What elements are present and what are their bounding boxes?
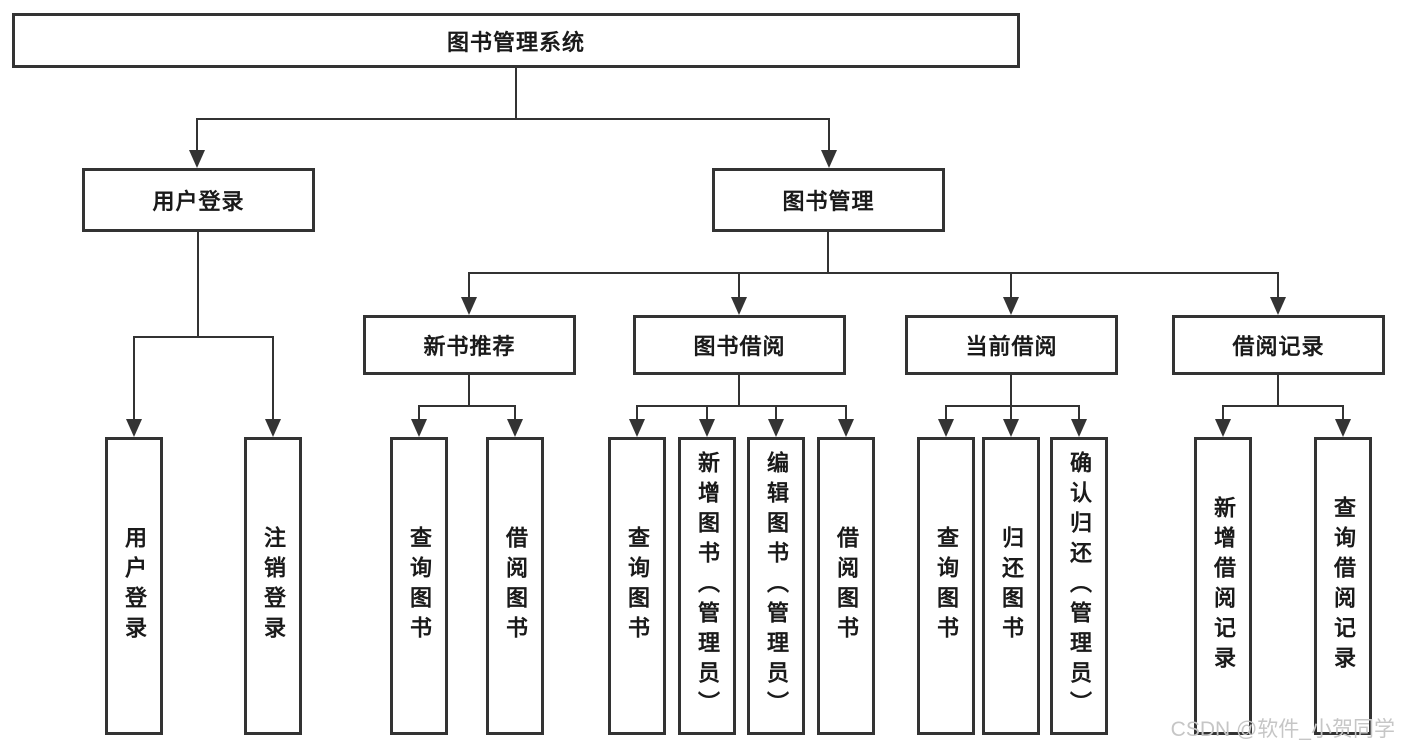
connector-line	[272, 336, 274, 421]
connector-line	[1277, 272, 1279, 299]
node-leaf-query-books-recommend: 查询图书	[390, 437, 448, 735]
node-label: 编辑图书（管理员）	[764, 451, 789, 721]
node-book-management: 图书管理	[712, 168, 945, 232]
node-label: 注销登录	[261, 526, 286, 646]
arrow-down-icon	[768, 419, 784, 437]
arrow-down-icon	[821, 150, 837, 168]
node-new-book-recommendation: 新书推荐	[363, 315, 576, 375]
node-label: 查询图书	[625, 526, 650, 646]
arrow-down-icon	[411, 419, 427, 437]
node-leaf-query-books: 查询图书	[608, 437, 666, 735]
connector-line	[706, 405, 708, 421]
node-label: 查询借阅记录	[1331, 496, 1356, 676]
node-label: 图书借阅	[693, 334, 786, 359]
connector-line	[133, 336, 274, 338]
connector-line	[133, 336, 135, 421]
node-leaf-user-login: 用户登录	[105, 437, 163, 735]
arrow-down-icon	[1003, 297, 1019, 315]
node-leaf-return-books: 归还图书	[982, 437, 1040, 735]
connector-line	[197, 232, 199, 336]
node-label: 新增借阅记录	[1211, 496, 1236, 676]
arrow-down-icon	[126, 419, 142, 437]
node-leaf-confirm-return-admin: 确认归还（管理员）	[1050, 437, 1108, 735]
arrow-down-icon	[838, 419, 854, 437]
connector-line	[1078, 405, 1080, 421]
arrow-down-icon	[1270, 297, 1286, 315]
connector-line	[738, 375, 740, 405]
node-label: 图书管理系统	[446, 29, 585, 55]
connector-line	[1277, 375, 1279, 405]
connector-line	[468, 272, 1279, 274]
node-label: 查询图书	[407, 526, 432, 646]
connector-line	[828, 118, 830, 154]
connector-line	[468, 375, 470, 405]
node-label: 借阅记录	[1232, 334, 1325, 359]
connector-line	[514, 405, 516, 421]
node-label: 借阅图书	[503, 526, 528, 646]
node-leaf-borrow-books-recommend: 借阅图书	[486, 437, 544, 735]
node-label: 查询图书	[934, 526, 959, 646]
node-label: 用户登录	[152, 189, 245, 214]
connector-line	[1222, 405, 1224, 421]
arrow-down-icon	[731, 297, 747, 315]
connector-line	[945, 405, 947, 421]
node-label: 借阅图书	[834, 526, 859, 646]
connector-line	[196, 118, 830, 120]
connector-line	[845, 405, 847, 421]
node-current-borrowing: 当前借阅	[905, 315, 1118, 375]
node-library-management-system: 图书管理系统	[12, 13, 1020, 68]
connector-line	[738, 272, 740, 299]
node-leaf-edit-books-admin: 编辑图书（管理员）	[747, 437, 805, 735]
connector-line	[945, 405, 1080, 407]
node-book-borrowing: 图书借阅	[633, 315, 846, 375]
connector-line	[1342, 405, 1344, 421]
connector-line	[775, 405, 777, 421]
connector-line	[418, 405, 516, 407]
connector-line	[196, 118, 198, 154]
connector-line	[1010, 375, 1012, 405]
node-leaf-borrow-books: 借阅图书	[817, 437, 875, 735]
connector-line	[418, 405, 420, 421]
arrow-down-icon	[938, 419, 954, 437]
node-leaf-add-borrow-record: 新增借阅记录	[1194, 437, 1252, 735]
node-leaf-query-books-current: 查询图书	[917, 437, 975, 735]
node-leaf-add-books-admin: 新增图书（管理员）	[678, 437, 736, 735]
connector-line	[1010, 405, 1012, 421]
connector-line	[468, 272, 470, 299]
arrow-down-icon	[461, 297, 477, 315]
arrow-down-icon	[1071, 419, 1087, 437]
connector-line	[515, 68, 517, 120]
node-borrowing-records: 借阅记录	[1172, 315, 1385, 375]
connector-line	[827, 232, 829, 272]
connector-line	[1222, 405, 1344, 407]
node-label: 新增图书（管理员）	[695, 451, 720, 721]
node-user-login: 用户登录	[82, 168, 315, 232]
node-label: 用户登录	[122, 526, 147, 646]
node-label: 确认归还（管理员）	[1067, 451, 1092, 721]
node-label: 当前借阅	[965, 334, 1058, 359]
arrow-down-icon	[1335, 419, 1351, 437]
arrow-down-icon	[1003, 419, 1019, 437]
connector-line	[636, 405, 638, 421]
node-leaf-query-borrow-record: 查询借阅记录	[1314, 437, 1372, 735]
arrow-down-icon	[189, 150, 205, 168]
node-label: 新书推荐	[423, 334, 516, 359]
node-label: 归还图书	[999, 526, 1024, 646]
connector-line	[636, 405, 847, 407]
node-leaf-logout: 注销登录	[244, 437, 302, 735]
arrow-down-icon	[1215, 419, 1231, 437]
arrow-down-icon	[507, 419, 523, 437]
csdn-watermark: CSDN @软件_小贺同学	[1170, 718, 1395, 741]
node-label: 图书管理	[782, 189, 875, 214]
arrow-down-icon	[699, 419, 715, 437]
arrow-down-icon	[629, 419, 645, 437]
connector-line	[1010, 272, 1012, 299]
arrow-down-icon	[265, 419, 281, 437]
